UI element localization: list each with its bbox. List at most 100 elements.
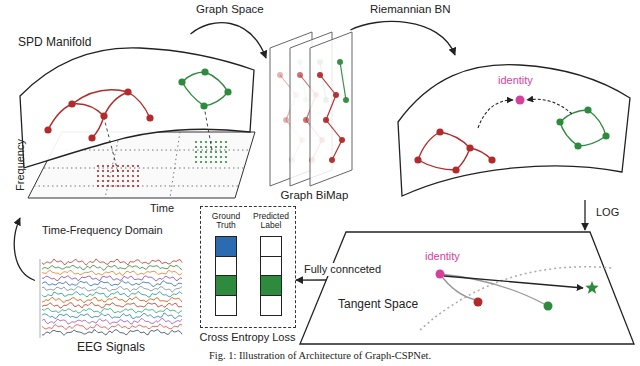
tf-dot [205, 151, 207, 153]
eeg-trace [42, 276, 182, 281]
illustration-detail [478, 100, 513, 128]
tf-dot [107, 180, 109, 182]
illustration-detail [300, 232, 634, 344]
tf-dot [205, 146, 207, 148]
illustration-detail [516, 96, 525, 105]
tf-dot [225, 141, 227, 143]
tf-dot [102, 180, 104, 182]
illustration-detail [48, 104, 72, 130]
illustration-detail [92, 116, 104, 138]
illustration-detail [420, 267, 612, 330]
illustration-detail [178, 78, 185, 85]
bar-title: Predicted Label [249, 212, 293, 231]
edge-label: Fully connceted [302, 263, 383, 276]
tf-dot [122, 185, 124, 187]
edge-label: Time-Frequency Domain [40, 224, 165, 237]
eeg-trace [42, 259, 182, 265]
illustration-detail [436, 128, 443, 135]
bar-segment [261, 257, 281, 277]
bar-segment [216, 257, 236, 277]
eeg-trace [42, 302, 182, 308]
illustration-detail [418, 132, 492, 170]
tf-dot [122, 175, 124, 177]
eeg-trace [42, 265, 182, 270]
manifold-surface: identity [385, 55, 635, 200]
tf-dot [122, 170, 124, 172]
tf-dot [117, 175, 119, 177]
illustration-detail [170, 132, 180, 198]
eeg-trace [42, 330, 182, 336]
illustration-detail [44, 168, 244, 169]
graph-dot [323, 117, 329, 123]
illustration-detail [560, 110, 606, 146]
illustration-detail [224, 88, 231, 95]
tf-dot [117, 165, 119, 167]
graph-dot [329, 157, 335, 163]
tf-dot [200, 141, 202, 143]
tf-dot [97, 170, 99, 172]
tf-dot [200, 156, 202, 158]
illustration-detail [68, 100, 75, 107]
tf-dot [195, 161, 197, 163]
bn-manifold-sheet [398, 65, 630, 196]
illustration-detail [414, 128, 495, 173]
axis-label: Time [150, 202, 174, 215]
flow-arrow [350, 21, 455, 55]
illustration-detail [578, 136, 606, 146]
tf-dot [112, 180, 114, 182]
illustration-detail [34, 186, 239, 187]
tf-dot [107, 175, 109, 177]
eeg-trace [42, 270, 182, 276]
illustration-detail [584, 106, 591, 113]
flow-arrow [14, 218, 35, 281]
eeg-trace [42, 297, 182, 303]
illustration-detail [560, 122, 578, 146]
tf-dot [102, 170, 104, 172]
tf-dot [122, 165, 124, 167]
tf-dot [215, 141, 217, 143]
tf-dot [205, 156, 207, 158]
tf-dot [225, 151, 227, 153]
tf-dot [205, 161, 207, 163]
tf-dot [117, 180, 119, 182]
illustration-detail [310, 32, 352, 186]
illustration-detail [544, 302, 553, 311]
spd-manifold-sheet [20, 48, 254, 172]
tf-dot [122, 180, 124, 182]
illustration-detail [100, 112, 107, 119]
tf-dot [97, 180, 99, 182]
eeg-trace [42, 324, 182, 330]
illustration-detail [440, 274, 546, 305]
tf-dot [210, 156, 212, 158]
tf-dot [127, 185, 129, 187]
tf-dot [220, 156, 222, 158]
tf-dot [220, 141, 222, 143]
tf-dot [210, 161, 212, 163]
bar-segment [216, 296, 236, 316]
axis-label: Frequency [14, 139, 27, 191]
label-column: Predicted Label [249, 212, 293, 322]
tf-dot [225, 161, 227, 163]
tf-dot [112, 185, 114, 187]
illustration-detail [418, 160, 456, 170]
edge-label: Graph Space [194, 3, 266, 16]
illustration-detail [488, 156, 495, 163]
figure-caption: Fig. 1: Illustration of Architecture of … [0, 350, 640, 362]
illustration-detail [124, 88, 131, 95]
bar-segment [261, 237, 281, 257]
illustration-detail [452, 166, 459, 173]
illustration-detail [204, 106, 212, 150]
illustration-detail [128, 92, 150, 118]
illustration-detail [602, 132, 609, 139]
tf-dot [102, 175, 104, 177]
tf-dot [195, 151, 197, 153]
tf-dot [132, 180, 134, 182]
illustration-detail [585, 281, 598, 294]
label-column: Ground Truth [204, 212, 248, 322]
tf-dot [107, 170, 109, 172]
identity-label: identity [498, 74, 533, 87]
tf-dot [107, 165, 109, 167]
bar-segment [216, 237, 236, 257]
illustration-detail [20, 48, 254, 168]
graph-edge [340, 62, 346, 100]
